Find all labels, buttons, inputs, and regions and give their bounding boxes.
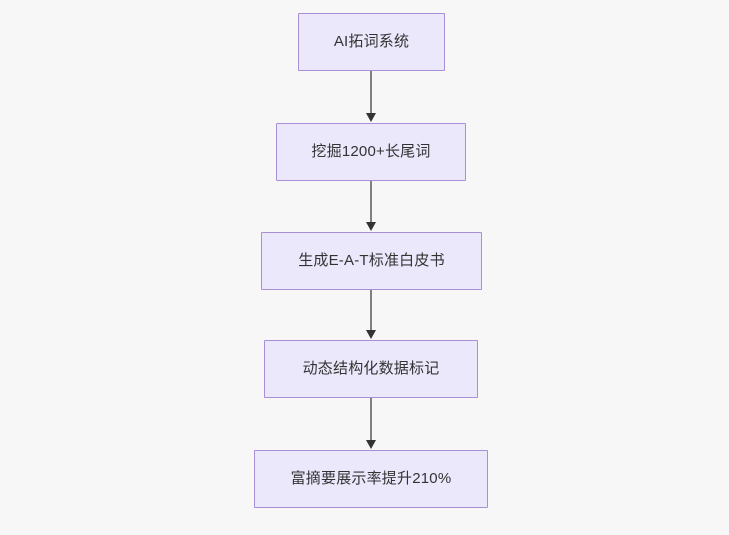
flow-node-label: 富摘要展示率提升210%: [290, 470, 452, 487]
edge-n1-n2: [366, 71, 376, 122]
flow-node-rich-snippet-impression-lift[interactable]: 富摘要展示率提升210%: [254, 450, 488, 508]
flow-node-dynamic-structured-data-markup[interactable]: 动态结构化数据标记: [264, 340, 478, 398]
edge-n2-n3: [366, 181, 376, 231]
flow-node-ai-keyword-system[interactable]: AI拓词系统: [298, 13, 445, 71]
edge-n4-n5: [366, 398, 376, 449]
flow-node-label: 动态结构化数据标记: [302, 360, 440, 377]
flow-node-generate-eat-whitepaper[interactable]: 生成E-A-T标准白皮书: [261, 232, 482, 290]
flow-node-label: 挖掘1200+长尾词: [311, 143, 431, 160]
edge-n3-n4: [366, 290, 376, 339]
flow-node-mine-longtail-keywords[interactable]: 挖掘1200+长尾词: [276, 123, 466, 181]
flow-node-label: 生成E-A-T标准白皮书: [298, 252, 445, 269]
flow-node-label: AI拓词系统: [333, 33, 410, 50]
